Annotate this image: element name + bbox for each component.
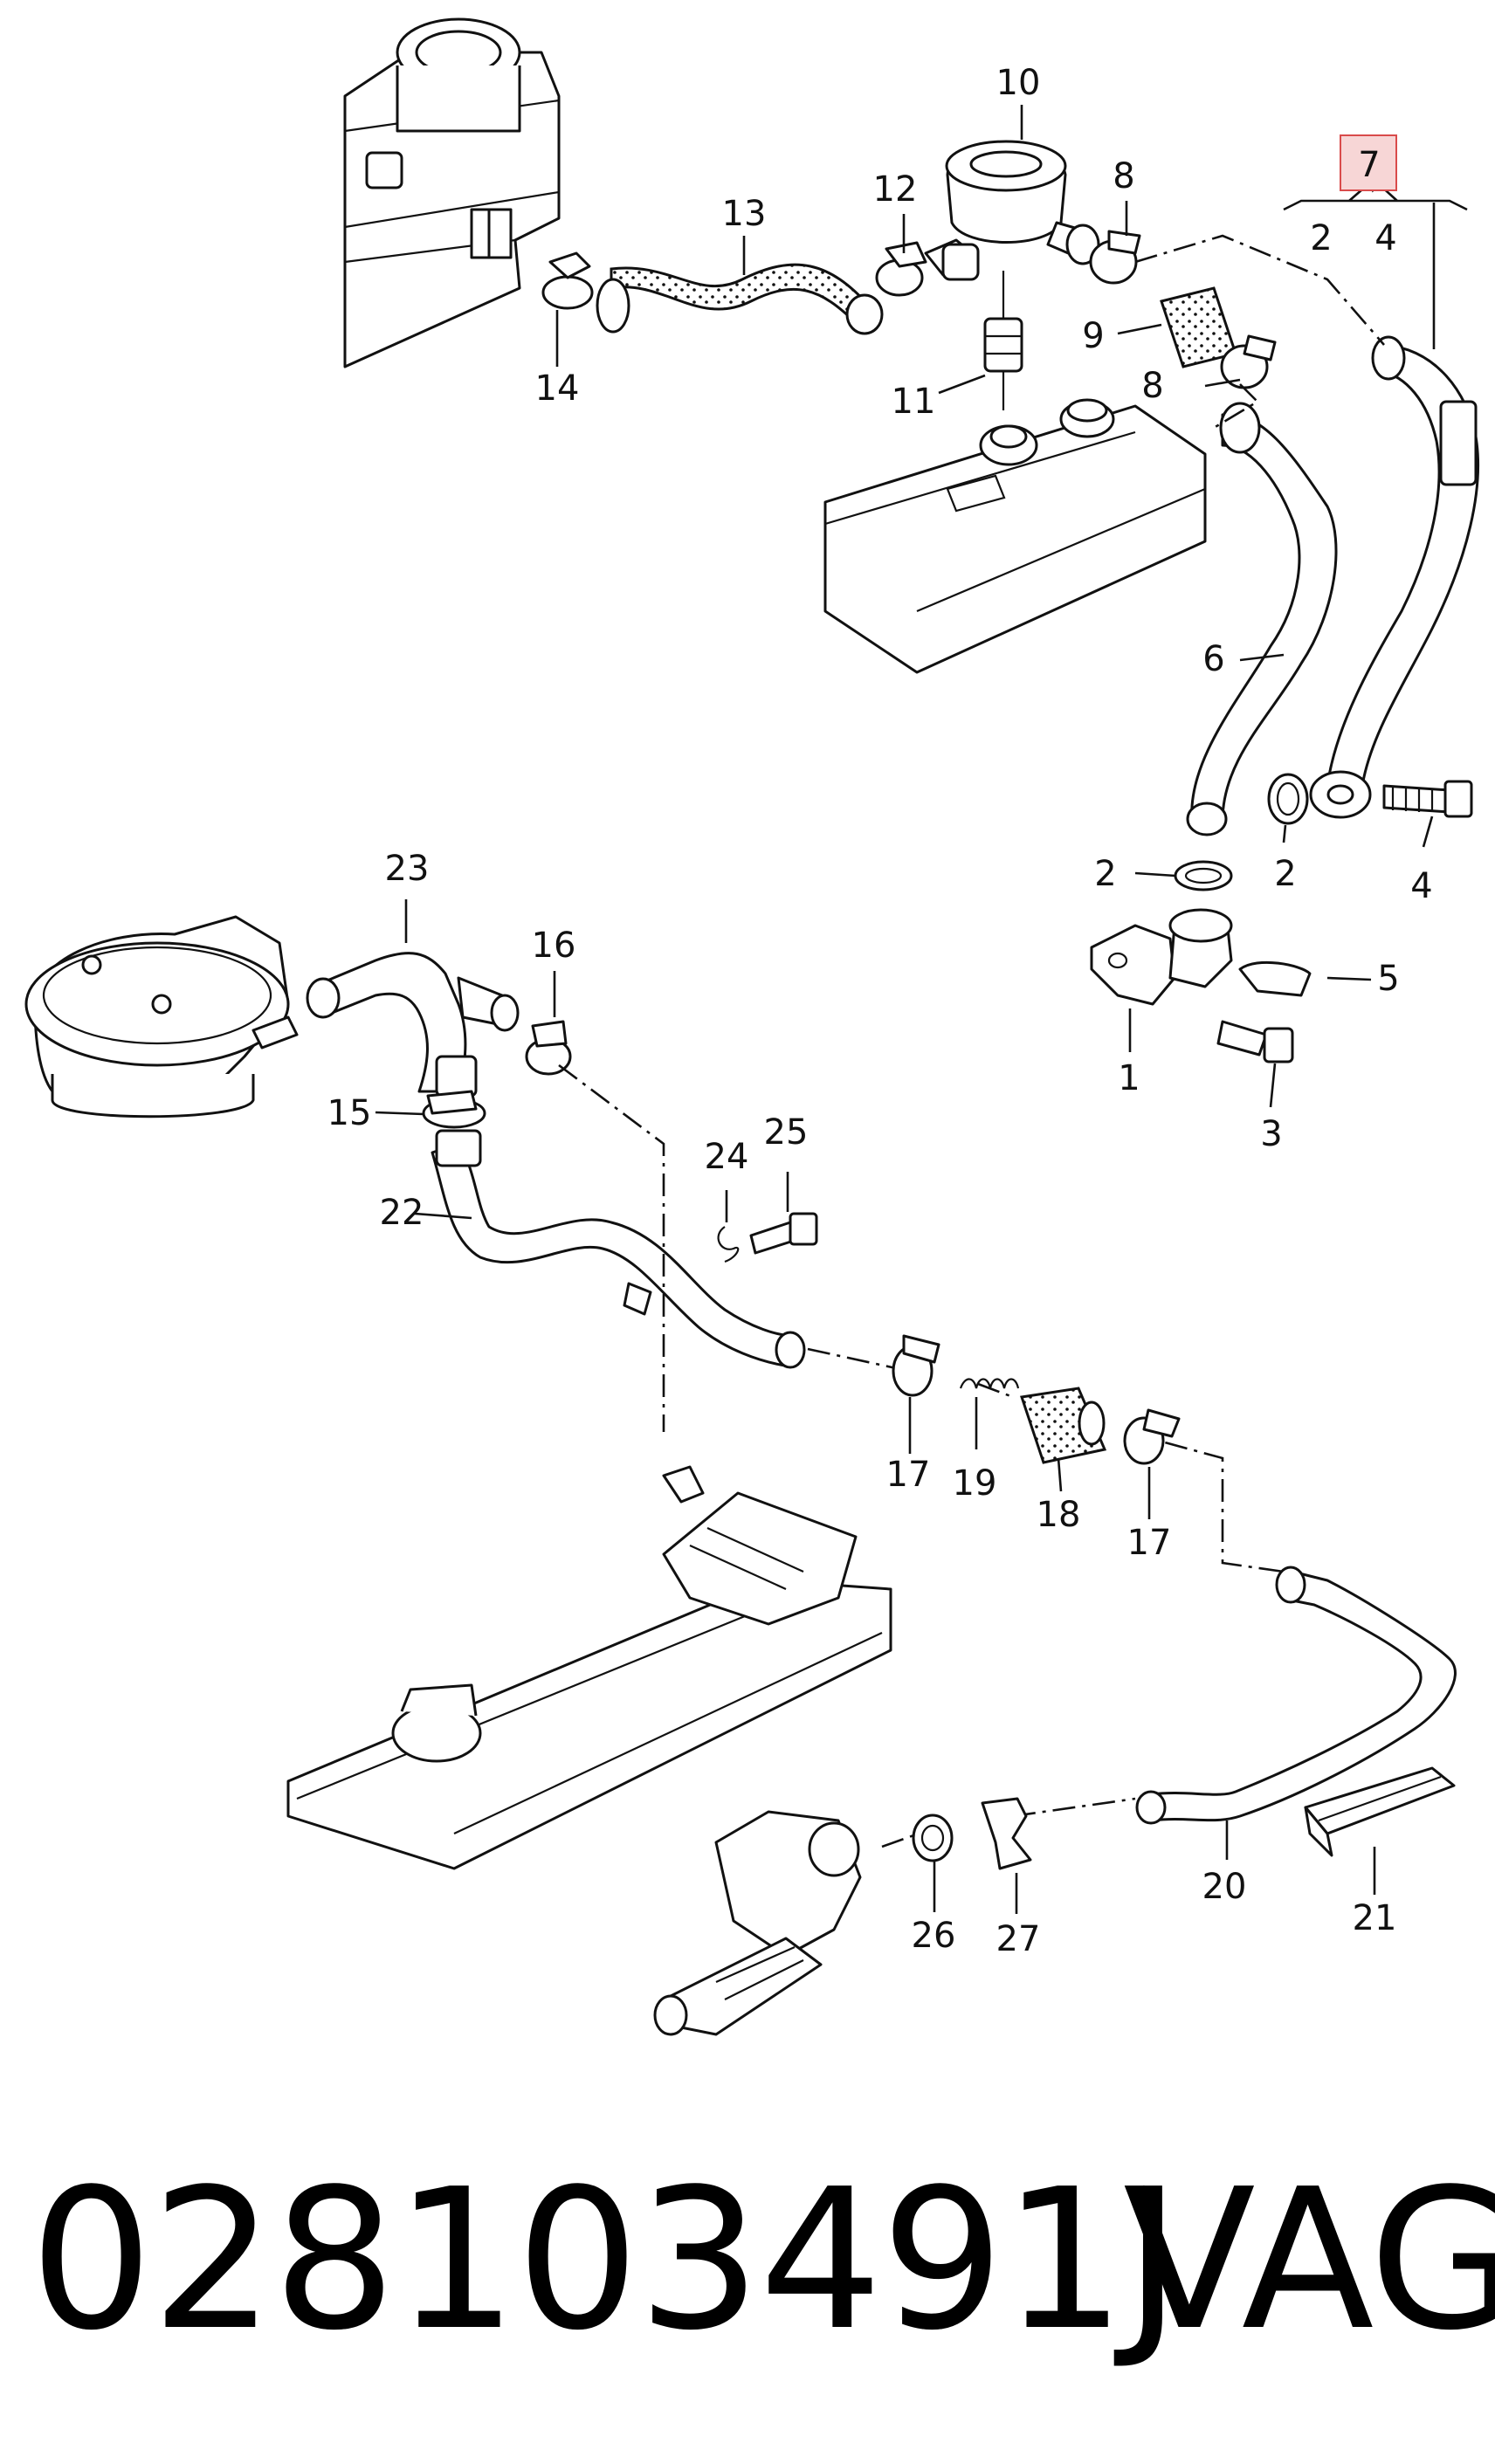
bolt-3 — [1216, 1020, 1294, 1063]
o-ring-26 — [912, 1814, 954, 1862]
callout-20: 20 — [1202, 1867, 1247, 1907]
callout-2-right: 2 — [1274, 854, 1296, 894]
bolt-25 — [749, 1212, 818, 1255]
callout-6: 6 — [1202, 639, 1224, 679]
retaining-clip-5 — [1238, 960, 1312, 997]
callout-1: 1 — [1118, 1058, 1140, 1098]
callout-11: 11 — [892, 382, 936, 422]
callout-22: 22 — [380, 1193, 424, 1233]
hose-clamp-16 — [525, 1020, 572, 1076]
callout-labels: 10 8 12 13 9 8 11 14 7 2 4 6 2 2 4 5 1 3… — [327, 63, 1433, 1959]
oil-separator — [653, 1810, 862, 2036]
part-number: 028103491J — [30, 2148, 1182, 2373]
leader-lines — [375, 105, 1468, 1914]
callout-17-left: 17 — [886, 1455, 931, 1495]
vent-fitting-11 — [983, 271, 1023, 410]
hose-clamp-12 — [845, 241, 927, 335]
spring-19 — [959, 1378, 1020, 1389]
callout-13: 13 — [722, 194, 767, 234]
hose-clamp-15 — [422, 1090, 486, 1129]
o-ring-2-left — [1174, 860, 1233, 891]
callout-7-highlight — [1340, 134, 1397, 191]
o-ring-2-right — [1267, 773, 1309, 825]
connecting-flange-1 — [1090, 908, 1233, 1006]
callout-7-sub-2: 2 — [1310, 218, 1332, 258]
cylinder-head-cover — [823, 398, 1207, 674]
air-filter-housing — [24, 915, 299, 1118]
callout-3: 3 — [1260, 1114, 1282, 1154]
callout-5: 5 — [1377, 959, 1399, 999]
hose-clamp-17-left — [892, 1334, 940, 1397]
callout-8-lower: 8 — [1141, 366, 1163, 406]
hose-clamp-17-right — [1123, 1408, 1181, 1465]
breather-hose-6 — [1190, 413, 1338, 822]
callout-2-left: 2 — [1094, 854, 1116, 894]
vent-hose-13 — [610, 263, 871, 326]
bolt-4 — [1382, 780, 1473, 818]
callout-9: 9 — [1082, 316, 1104, 356]
callout-24: 24 — [705, 1137, 749, 1177]
callout-16: 16 — [532, 926, 576, 966]
callout-19: 19 — [953, 1463, 997, 1504]
callout-23: 23 — [385, 849, 430, 889]
pressure-regulating-valve-10 — [924, 140, 1100, 281]
callout-7-sub-4: 4 — [1374, 218, 1396, 258]
hose-clamp-14 — [541, 251, 594, 310]
callout-12: 12 — [873, 169, 918, 210]
valve-cover-lower — [286, 1465, 892, 1870]
callout-18: 18 — [1037, 1495, 1081, 1535]
callout-26: 26 — [912, 1916, 956, 1956]
callout-14: 14 — [535, 368, 580, 409]
brand-label: VAG — [1123, 2148, 1495, 2373]
callout-21: 21 — [1353, 1898, 1397, 1938]
callout-17-right: 17 — [1127, 1523, 1172, 1563]
clip-24 — [717, 1226, 740, 1263]
retaining-clip-27 — [981, 1797, 1032, 1870]
callout-25: 25 — [764, 1112, 809, 1153]
vent-hose-22 — [431, 1142, 796, 1368]
bracket-21 — [1304, 1766, 1456, 1857]
callout-15: 15 — [327, 1093, 372, 1133]
callout-27: 27 — [996, 1919, 1041, 1959]
callout-8-upper: 8 — [1113, 156, 1134, 196]
callout-10: 10 — [996, 63, 1041, 103]
callout-4: 4 — [1410, 866, 1432, 906]
callout-7: 7 — [1358, 145, 1380, 185]
intake-manifold-corner — [343, 17, 561, 368]
